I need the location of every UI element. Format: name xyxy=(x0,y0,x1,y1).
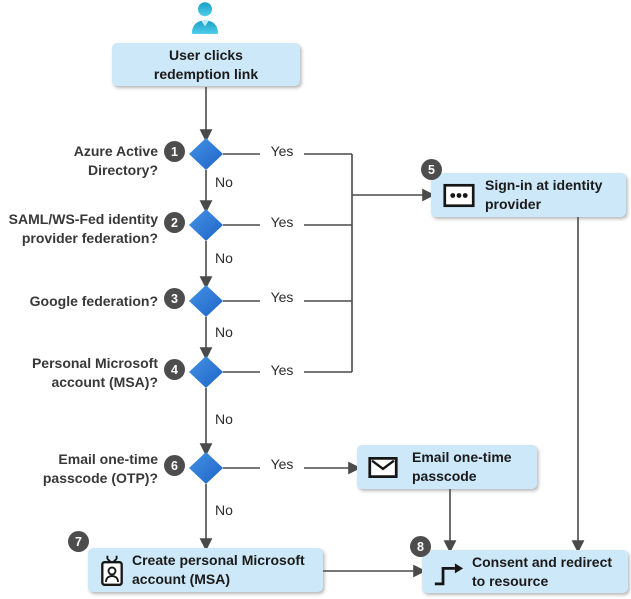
step-badge-7: 7 xyxy=(68,531,89,552)
step-badge-3: 3 xyxy=(164,288,185,309)
step-badge-6: 6 xyxy=(164,455,185,476)
create-msa-box: Create personal Microsoft account (MSA) xyxy=(88,548,323,592)
decision-4-no-label: No xyxy=(213,411,235,427)
start-box: User clicks redemption link xyxy=(112,43,300,86)
email-otp-box: Email one-time passcode xyxy=(357,445,537,489)
password-dots-icon xyxy=(443,183,475,207)
user-icon xyxy=(192,2,218,34)
decision-6-no-label: No xyxy=(213,502,235,518)
envelope-icon xyxy=(368,456,398,478)
decision-2-diamond xyxy=(189,209,223,241)
step-badge-2: 2 xyxy=(164,212,185,233)
create-msa-label: Create personal Microsoft account (MSA) xyxy=(132,552,305,587)
decision-2-no-label: No xyxy=(213,250,235,266)
decision-1-diamond xyxy=(189,138,223,170)
decision-1-yes-label: Yes xyxy=(260,143,304,159)
redirect-arrow-icon xyxy=(434,562,464,585)
step-badge-5: 5 xyxy=(421,159,442,180)
decision-2-label: SAML/WS-Fed identity provider federation… xyxy=(8,211,158,246)
step-badge-1: 1 xyxy=(164,141,185,162)
decision-6-label: Email one-time passcode (OTP)? xyxy=(42,451,158,486)
decision-4-yes-label: Yes xyxy=(260,362,304,378)
decision-3-no-label: No xyxy=(213,324,235,340)
decision-6-yes-label: Yes xyxy=(260,456,304,472)
decision-3-label: Google federation? xyxy=(29,293,158,309)
signin-box: Sign-in at identity provider xyxy=(431,173,626,217)
decision-6-diamond xyxy=(189,452,223,484)
decision-3-diamond xyxy=(189,285,223,317)
id-badge-icon xyxy=(101,555,123,586)
decision-1-no-label: No xyxy=(213,174,235,190)
decision-4-diamond xyxy=(189,356,223,388)
step-badge-8: 8 xyxy=(410,536,431,557)
decision-1-label: Azure Active Directory? xyxy=(73,143,158,178)
decision-3-yes-label: Yes xyxy=(260,289,304,305)
consent-label: Consent and redirect to resource xyxy=(472,553,613,589)
start-label: User clicks redemption link xyxy=(153,46,259,82)
signin-label: Sign-in at identity provider xyxy=(485,177,603,212)
decision-2-yes-label: Yes xyxy=(260,214,304,230)
step-badge-4: 4 xyxy=(164,359,185,380)
consent-box: Consent and redirect to resource xyxy=(422,550,628,593)
decision-4-label: Personal Microsoft account (MSA)? xyxy=(31,355,158,390)
email-otp-label: Email one-time passcode xyxy=(412,449,512,484)
